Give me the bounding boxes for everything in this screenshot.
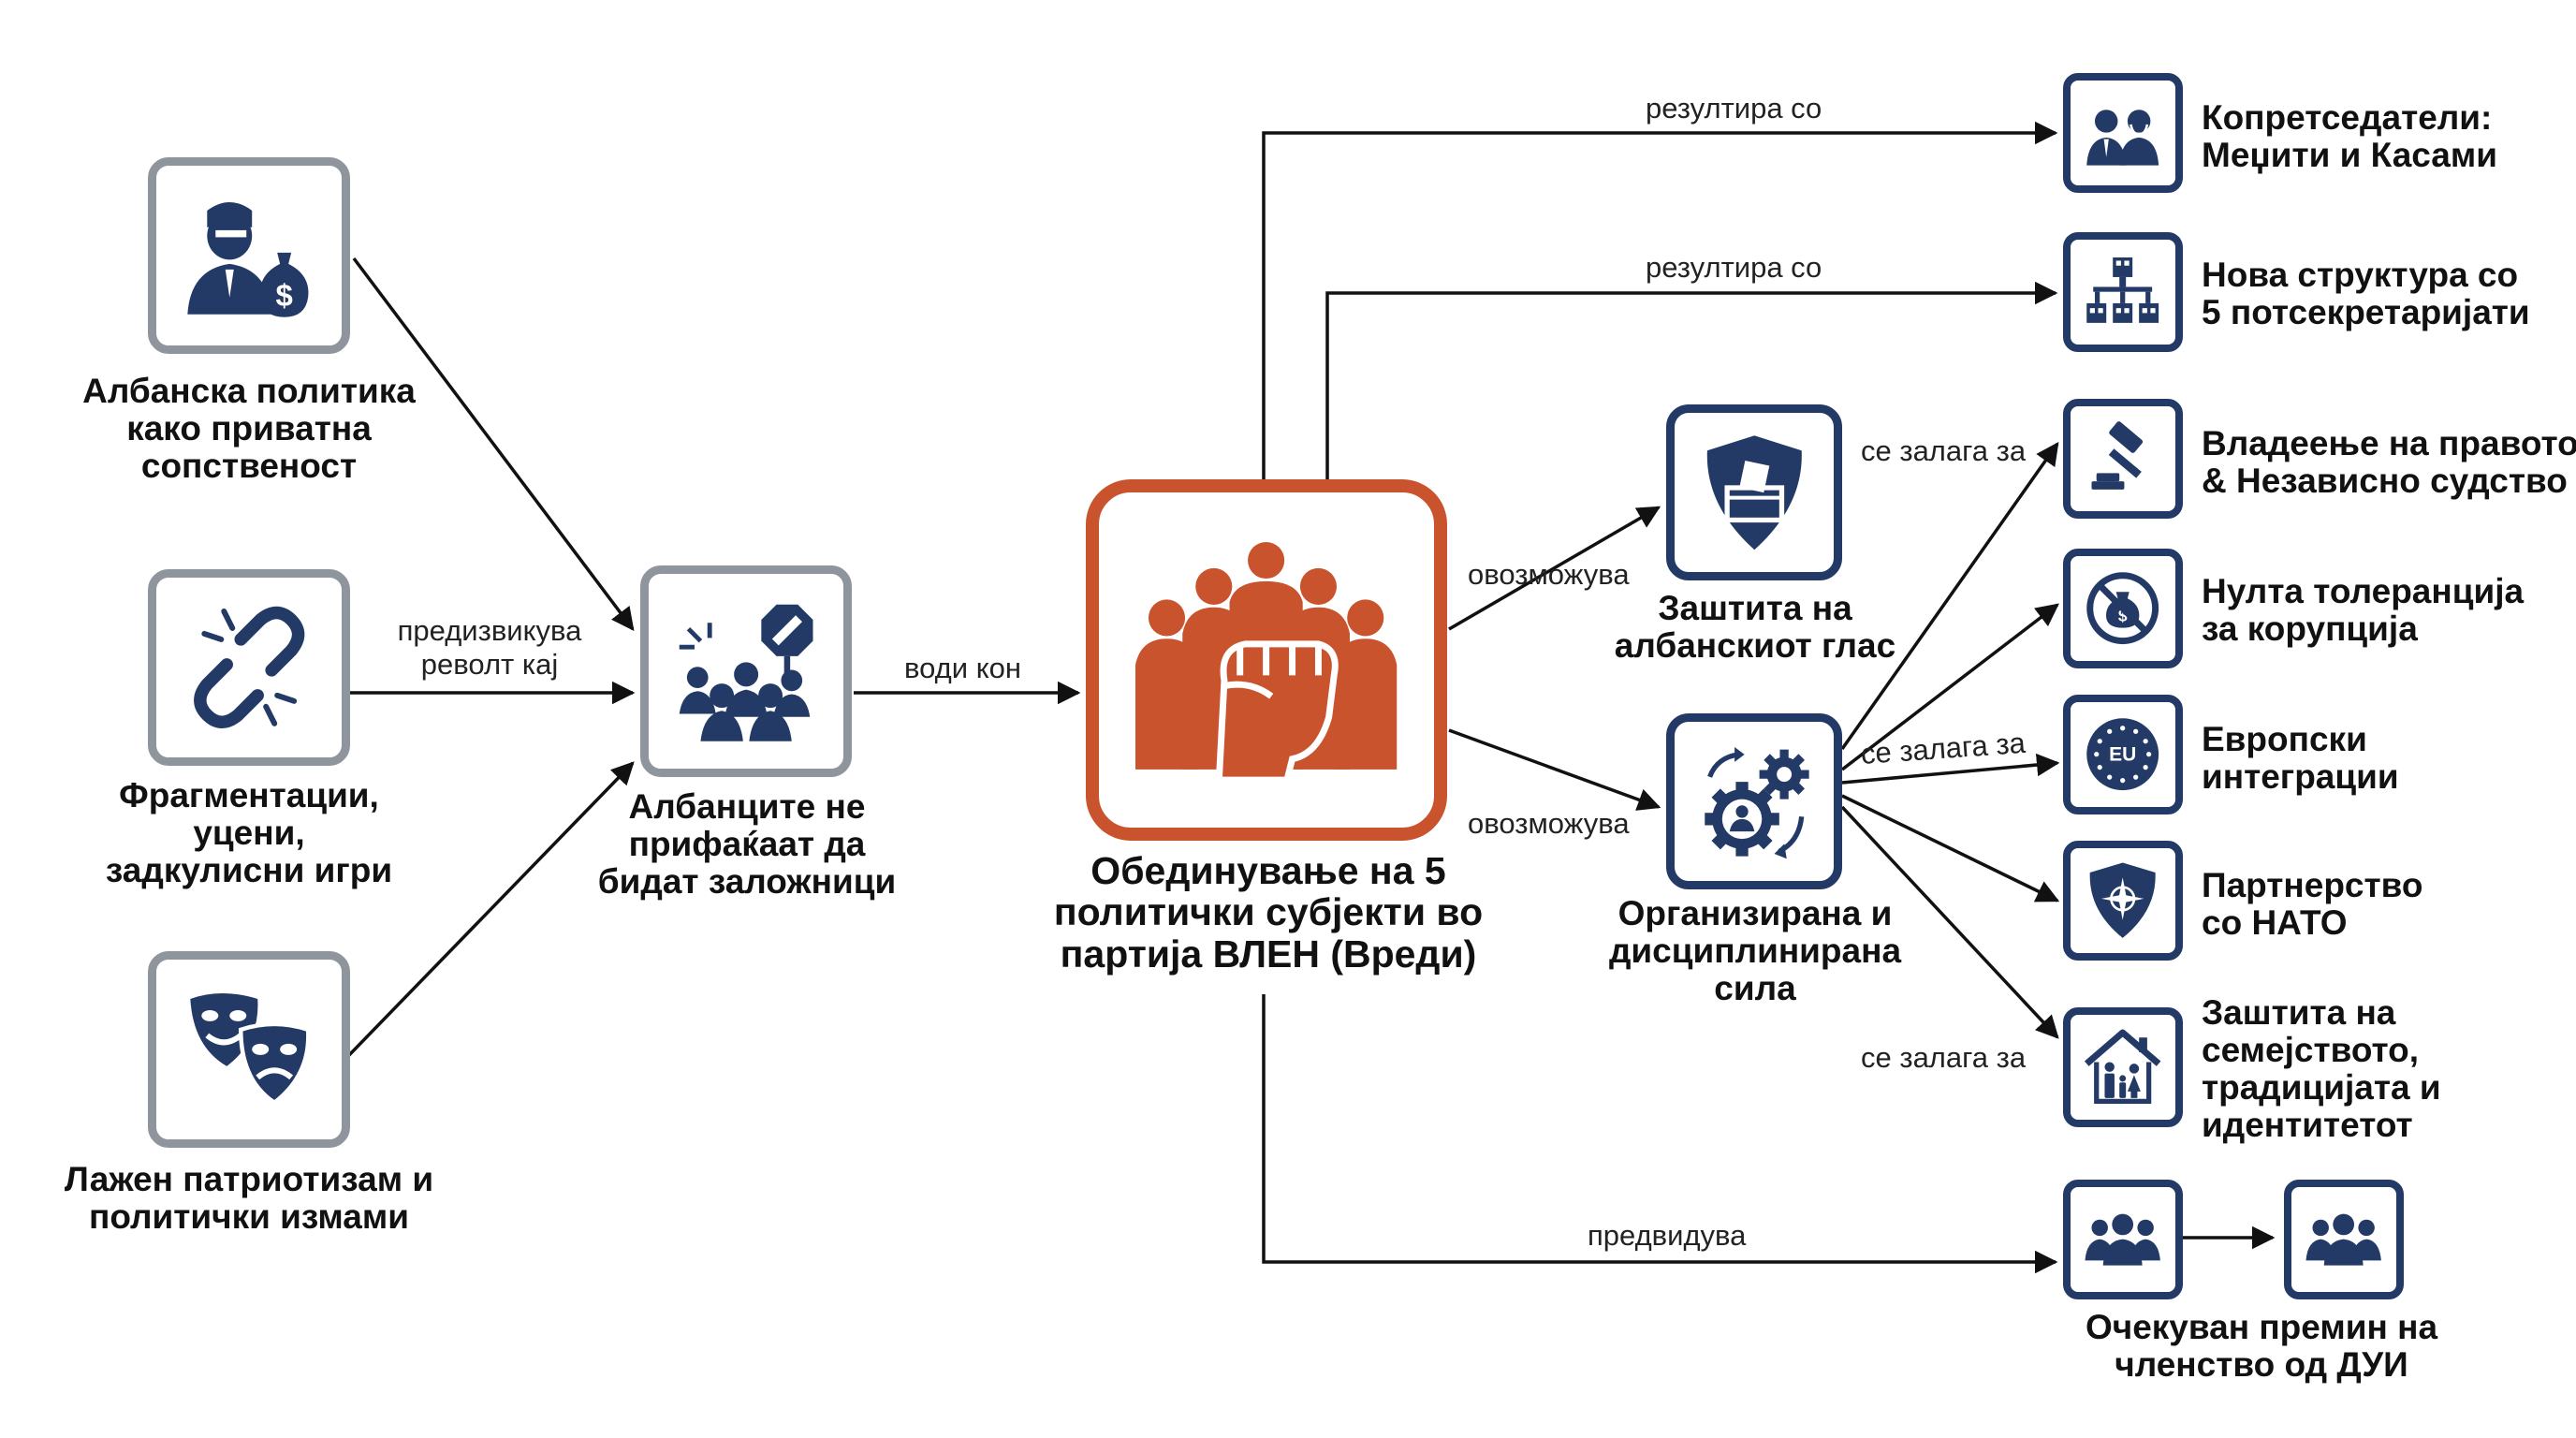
edge-org-r7 (1840, 805, 2059, 1039)
node-private-politics: $ (148, 157, 350, 354)
node-rule-of-law (2063, 399, 2183, 519)
nato-shield-icon (2089, 862, 2157, 939)
node-organized-force (1666, 713, 1842, 889)
label-false-patriotism: Лажен патриотизам и политички измами (64, 1160, 434, 1236)
edge-org-r3 (1840, 441, 2059, 751)
group-icon (2085, 1213, 2161, 1266)
node-family-protection (2063, 1007, 2183, 1127)
edge-label-results-in-1: резултира со (1646, 92, 1822, 125)
edge-org-r4 (1840, 603, 2059, 771)
edge-n3-protest (346, 761, 635, 1058)
label-albanians-refuse: Албанците не прифаќаат да бидат заложниц… (597, 787, 897, 901)
node-members-after (2284, 1180, 2404, 1299)
edge-label-foresees: предвидува (1588, 1219, 1747, 1252)
org-structure-icon (2086, 257, 2159, 324)
edge-org-r6 (1841, 794, 2060, 902)
eu-flag-icon: EU (2086, 718, 2159, 791)
label-nato-partnership: Партнерство со НАТО (2202, 866, 2423, 942)
label-new-structure: Нова структура со 5 потсекретаријати (2202, 256, 2530, 331)
node-members-before (2063, 1180, 2183, 1299)
label-protect-vote: Заштита на албанскиот глас (1614, 589, 1896, 665)
edge-label-provokes: предизвикува револт кај (397, 614, 582, 681)
edge-label-enables-1: овозможува (1468, 558, 1630, 591)
label-organized-force: Организирана и дисциплинирана сила (1608, 894, 1902, 1007)
label-zero-tolerance: Нулта толеранција за корупција (2202, 572, 2525, 648)
edge-org-r5 (1841, 753, 2060, 785)
broken-chain-icon (193, 606, 305, 729)
edge-label-enables-2: овозможува (1468, 807, 1630, 840)
edge-center-shield (1448, 506, 1661, 631)
united-fist-crowd-icon (1135, 542, 1398, 784)
node-copresidents (2063, 73, 2183, 193)
svg-text:EU: EU (2109, 744, 2136, 766)
label-members-transfer: Очекуван премин на членство од ДУИ (2085, 1308, 2438, 1384)
node-albanians-refuse (640, 565, 852, 777)
protest-crowd-icon (679, 604, 813, 741)
label-family-protection: Заштита на семејството, традицијата и ид… (2202, 993, 2441, 1144)
node-protect-vote (1666, 404, 1842, 580)
criminal-with-money-bag-icon: $ (187, 202, 309, 317)
edge-n1-protest (352, 257, 635, 631)
two-people-icon (2086, 110, 2159, 166)
edge-label-results-in-2: резултира со (1646, 251, 1822, 284)
edge-label-leads-to: води кон (904, 652, 1021, 684)
node-eu-integration: EU (2063, 695, 2183, 814)
node-nato-partnership (2063, 841, 2183, 961)
family-house-icon (2085, 1029, 2161, 1105)
node-false-patriotism (148, 951, 350, 1148)
label-eu-integration: Европски интеграции (2202, 720, 2399, 796)
gavel-icon (2091, 421, 2144, 491)
label-rule-of-law: Владеење на правото & Независно судство (2202, 424, 2576, 500)
no-bribe-icon: $ (2086, 572, 2159, 645)
edge-center-r1 (1262, 121, 2058, 479)
edge-center-org (1448, 728, 1661, 811)
edge-center-bottom (1262, 994, 2058, 1274)
label-unification: Обединување на 5 политички субјекти во п… (1053, 849, 1484, 976)
label-private-politics: Албанска политика како приватна сопствен… (82, 372, 416, 485)
svg-text:$: $ (2118, 607, 2128, 625)
label-copresidents: Копретседатели: Меџити и Касами (2202, 98, 2497, 174)
node-new-structure (2063, 232, 2183, 352)
gears-people-icon (1704, 746, 1809, 858)
theater-masks-icon (190, 993, 311, 1106)
edge-label-advocates-3: се залага за (1861, 1041, 2027, 1074)
edge-label-advocates-1: се залага за (1861, 434, 2027, 467)
node-zero-tolerance: $ (2063, 549, 2183, 668)
shield-ballot-icon (1706, 435, 1802, 550)
svg-text:$: $ (275, 278, 292, 313)
node-unification (1086, 479, 1447, 841)
node-fragmentation (148, 569, 350, 766)
group-icon (2305, 1213, 2382, 1266)
label-fragmentation: Фрагментации, уцени, задкулисни игри (105, 776, 393, 889)
edge-center-r2 (1325, 281, 2058, 479)
